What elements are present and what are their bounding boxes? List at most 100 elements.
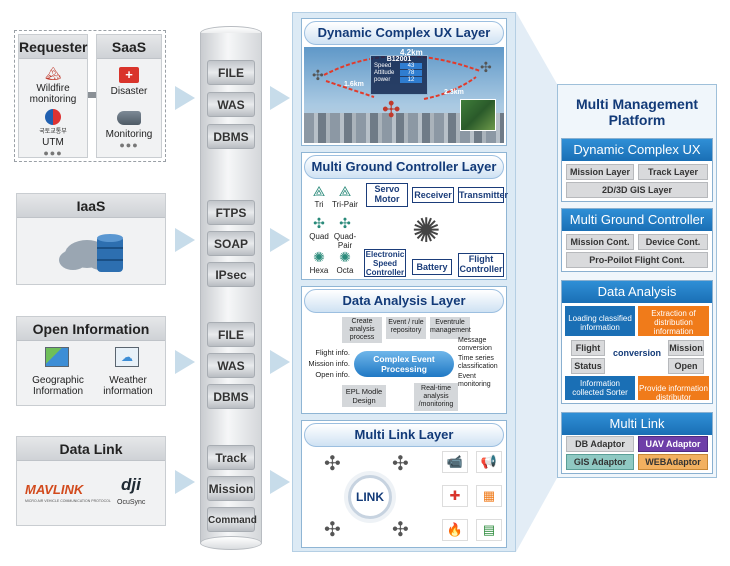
drone-left-icon: ✣ (312, 67, 324, 83)
weather-icon: ☁ (115, 347, 139, 367)
chip-pro-pilot: Pro-Poilot Flight Cont. (566, 252, 708, 268)
octa-frame-icon: ✺ (339, 249, 351, 265)
mavlink-logo-text: MAVLINK (25, 482, 84, 497)
frame-quad-pair: ✣Quad-Pair (332, 215, 358, 250)
pillar-ipsec: IPsec (207, 262, 255, 287)
open-information-title: Open Information (17, 317, 165, 341)
servo-motor-box: Servo Motor (366, 183, 408, 207)
da-flight-chip: Flight (571, 340, 605, 356)
pillar-was-1: WAS (207, 92, 255, 117)
arrow-iaas-pillar (175, 228, 195, 252)
requester-box: Requester 🏔 Wildfire monitoring 국토교통부 UT… (18, 34, 88, 158)
frame-quad: ✣Quad (306, 215, 332, 241)
arrow-datalink-pillar (175, 470, 195, 494)
data-link-title: Data Link (17, 437, 165, 461)
da-rt-box: Real-time analysis /monitoring (414, 383, 458, 411)
da-layer-title: Data Analysis Layer (304, 289, 504, 313)
da-loading-box: Loading classified information (565, 306, 635, 336)
distance-1-6km: 1.6km (344, 81, 364, 88)
open-information-box: Open Information Geographic Information … (16, 316, 166, 406)
monitoring-label: Monitoring (105, 129, 153, 140)
wildfire-icon: 🏔 (44, 66, 62, 81)
mgc-layer: Multi Ground Controller Layer ⟁Tri ⟁Tri-… (301, 152, 508, 280)
quad-frame-icon: ✣ (313, 215, 325, 231)
arrow-pillar-da (270, 350, 290, 374)
da-create-box: Create analysis process (342, 317, 382, 343)
geographic-label: Geographic Information (32, 375, 84, 397)
distance-4-2km: 4.2km (400, 48, 423, 57)
da-output-msg: Message conversion (458, 337, 492, 352)
chip-gis-adaptor: GIS Adaptor (566, 454, 634, 470)
link-drone-2-icon: ✣ (392, 453, 409, 475)
ministry-logo-icon (45, 109, 61, 125)
first-aid-icon: + (119, 67, 139, 83)
chip-web-adaptor: WEBAdaptor (638, 454, 708, 470)
pillar-ftps: FTPS (207, 200, 255, 225)
center-right-connector (516, 12, 557, 552)
cep-cylinder: Complex Event Processing (354, 351, 454, 377)
pillar-was-2: WAS (207, 353, 255, 378)
frame-hexa: ✺Hexa (306, 249, 332, 275)
arrow-pillar-mgc (270, 228, 290, 252)
flight-controller-box: Flight Controller (458, 253, 504, 277)
pillar-soap: SOAP (207, 231, 255, 256)
hexacopter-diagram-icon: ✺ (412, 212, 441, 250)
flight-path-arcs (323, 54, 481, 100)
telemetry-id: B12001 (386, 56, 412, 63)
utm-label: UTM (42, 137, 64, 148)
arrow-requester-pillar (175, 86, 195, 110)
pillar-dbms-1: DBMS (207, 124, 255, 149)
link-drone-4-icon: ✣ (392, 519, 409, 541)
iaas-title: IaaS (17, 194, 165, 218)
da-provide-box: Provide information distributor (638, 376, 709, 402)
cloud-database-icon (59, 234, 123, 272)
tri-frame-icon: ⟁ (312, 183, 326, 199)
link-drone-1-icon: ✣ (324, 453, 341, 475)
link-speaker-icon: 📢 (476, 451, 502, 473)
da-mgmt-box: Eventrule management (430, 317, 471, 339)
pillar-file-1: FILE (207, 60, 255, 85)
da-repo-box: Event / rule repository (386, 317, 426, 339)
frame-tri-label: Tri (314, 200, 324, 209)
telemetry-row-power: power 12 (371, 77, 427, 83)
mavlink-subtitle: MICRO AIR VEHICLE COMMUNICATION PROTOCOL (25, 499, 111, 503)
mavlink-logo: MAVLINK MICRO AIR VEHICLE COMMUNICATION … (25, 481, 111, 503)
telemetry-attitude-label: Attitude (374, 70, 395, 76)
arrow-open-pillar (175, 350, 195, 374)
receiver-box: Receiver (412, 187, 454, 203)
ux-layer-title: Dynamic Complex UX Layer (304, 21, 504, 45)
ocusync-label: OcuSync (117, 499, 146, 506)
geographic-map-icon (45, 347, 69, 367)
link-circle: LINK (348, 475, 392, 519)
distance-2-3km: 2.3km (444, 89, 464, 96)
link-chip-icon: ▤ (476, 519, 502, 541)
disaster-label: Disaster (110, 86, 148, 97)
pillar-bottom-cap (200, 536, 262, 550)
drone-center-icon: ✣ (382, 97, 401, 122)
da-input-flight: Flight info. (315, 348, 350, 357)
da-output-ts: Time series classification (458, 355, 498, 370)
link-drone-3-icon: ✣ (324, 519, 341, 541)
da-output-evmon: Event monitoring (458, 373, 491, 388)
mmp-ux-head: Dynamic Complex UX (562, 139, 712, 161)
saas-title: SaaS (97, 35, 161, 59)
chip-uav-adaptor: UAV Adaptor (638, 436, 708, 452)
saas-dots: ●●● (119, 140, 139, 150)
frame-tri-pair: ⟁Tri-Pair (332, 183, 358, 209)
telemetry-power-label: power (374, 77, 391, 83)
tri-pair-frame-icon: ⟁ (338, 183, 352, 199)
arrow-pillar-ux (270, 86, 290, 110)
hexa-frame-icon: ✺ (313, 249, 325, 265)
da-conversion-label: conversion (612, 348, 661, 358)
mgc-layer-title: Multi Ground Controller Layer (304, 155, 504, 179)
ml-layer-title: Multi Link Layer (304, 423, 504, 447)
chip-gis-layer: 2D/3D GIS Layer (566, 182, 708, 198)
telemetry-row-speed: Speed 43 (371, 63, 427, 69)
requester-dots: ●●● (43, 148, 63, 158)
telemetry-speed-value: 43 (400, 63, 422, 69)
iaas-box: IaaS (16, 193, 166, 285)
pillar-command: Command (207, 507, 257, 532)
mmp-ml-head: Multi Link (562, 413, 712, 435)
arrow-pillar-ml (270, 470, 290, 494)
pillar-mission: Mission (207, 476, 255, 501)
